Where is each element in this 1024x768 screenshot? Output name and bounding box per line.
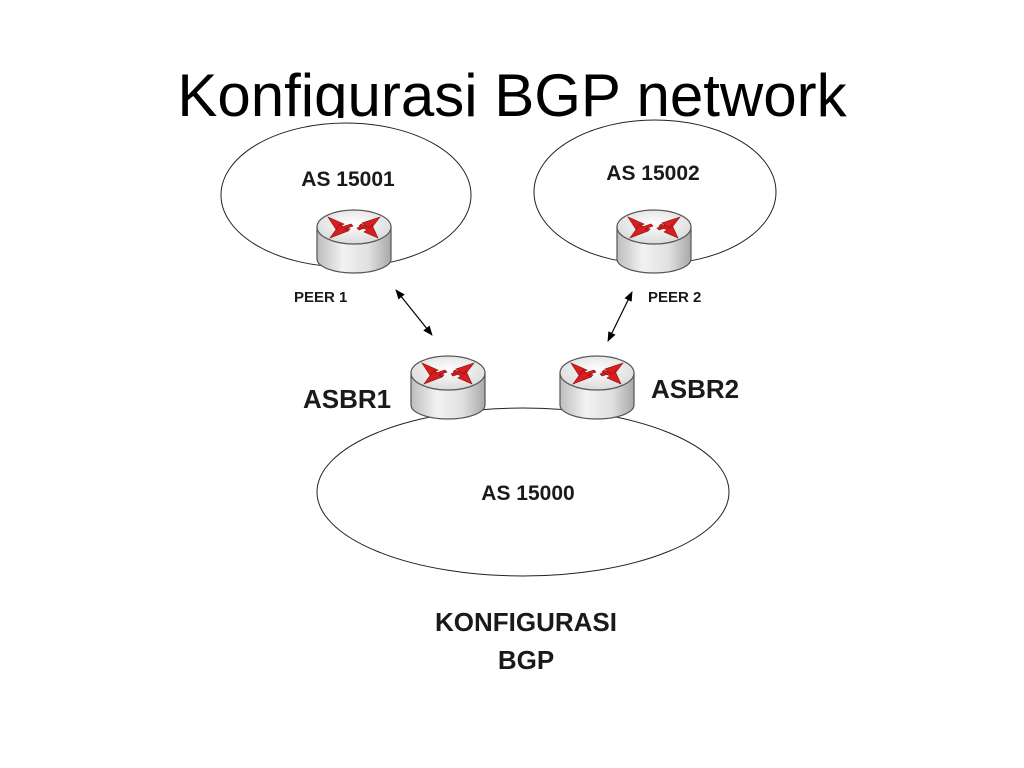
caption-line2: BGP (498, 645, 554, 675)
peer2-asbr2-link (607, 291, 633, 342)
as-15000-label: AS 15000 (481, 482, 574, 505)
as-15000-ellipse (316, 407, 730, 577)
asbr2-label: ASBR2 (651, 374, 739, 404)
peer2-label: PEER 2 (648, 289, 701, 306)
peer2-router-icon (616, 209, 692, 274)
as-15002-label: AS 15002 (606, 162, 699, 185)
asbr1-router-icon (410, 355, 486, 420)
caption-line1: KONFIGURASI (435, 607, 617, 637)
peer1-asbr1-link (395, 289, 433, 336)
as-15001-label: AS 15001 (301, 168, 395, 191)
asbr2-router-icon (559, 355, 635, 420)
asbr1-label: ASBR1 (303, 384, 391, 414)
peer1-label: PEER 1 (294, 289, 347, 306)
peer1-router-icon (316, 209, 392, 274)
slide-title: Konfigurasi BGP network (177, 62, 847, 118)
